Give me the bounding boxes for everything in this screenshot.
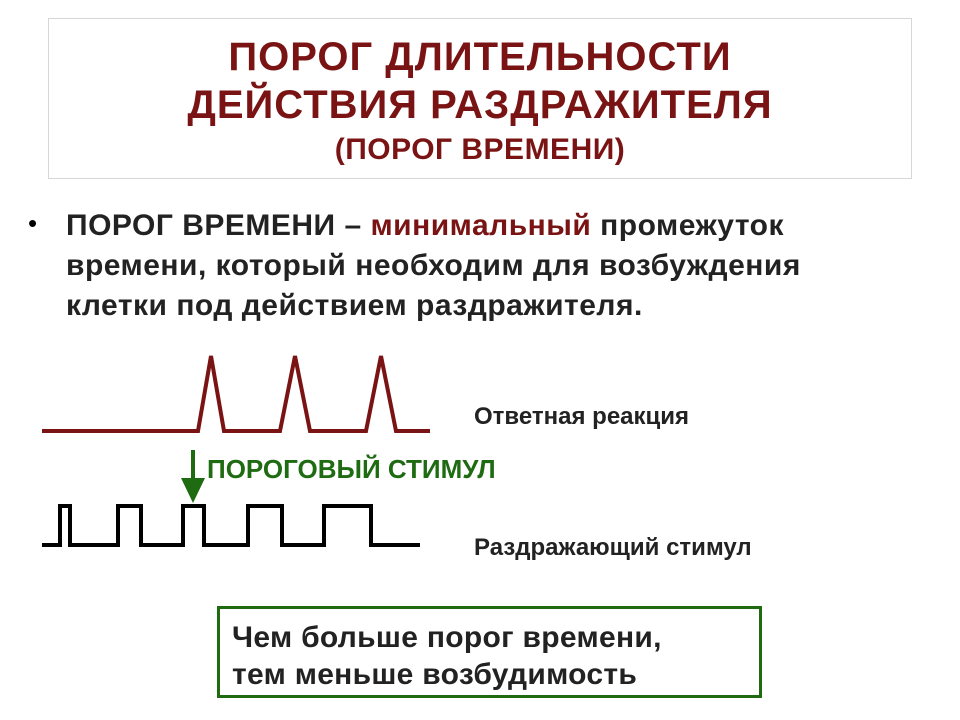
response-waveform [42, 355, 430, 433]
conclusion-line-1: Чем больше порог времени, [232, 621, 662, 654]
title-box: ПОРОГ ДЛИТЕЛЬНОСТИ ДЕЙСТВИЯ РАЗДРАЖИТЕЛЯ… [48, 18, 912, 179]
slide-subtitle: (ПОРОГ ВРЕМЕНИ) [334, 133, 626, 166]
definition-accent-word: минимальный [370, 209, 592, 242]
definition-line-1: ПОРОГ ВРЕМЕНИ – минимальный промежуток [66, 206, 946, 246]
threshold-arrow-icon [181, 478, 205, 503]
conclusion-box: Чем больше порог времени, тем меньше воз… [217, 606, 762, 698]
threshold-stimulus-label: ПОРОГОВЫЙ СТИМУЛ [207, 454, 496, 484]
conclusion-line-2: тем меньше возбудимость [232, 658, 638, 691]
slide-title-line-1: ПОРОГ ДЛИТЕЛЬНОСТИ [228, 35, 732, 79]
stimulus-waveform [42, 504, 420, 547]
response-label: Ответная реакция [474, 403, 690, 430]
slide-title-line-2: ДЕЙСТВИЯ РАЗДРАЖИТЕЛЯ [187, 83, 773, 127]
definition-dash: – [335, 209, 371, 242]
definition-term: ПОРОГ ВРЕМЕНИ [66, 209, 336, 242]
stimulus-label: Раздражающий стимул [474, 534, 752, 561]
definition-text: ПОРОГ ВРЕМЕНИ – минимальный промежуток в… [66, 206, 946, 326]
definition-line-1-rest: промежуток [591, 209, 784, 242]
definition-line-2: времени, который необходим для возбужден… [66, 249, 801, 282]
bullet-icon: • [28, 208, 38, 238]
definition-line-3: клетки под действием раздражителя. [66, 289, 643, 322]
